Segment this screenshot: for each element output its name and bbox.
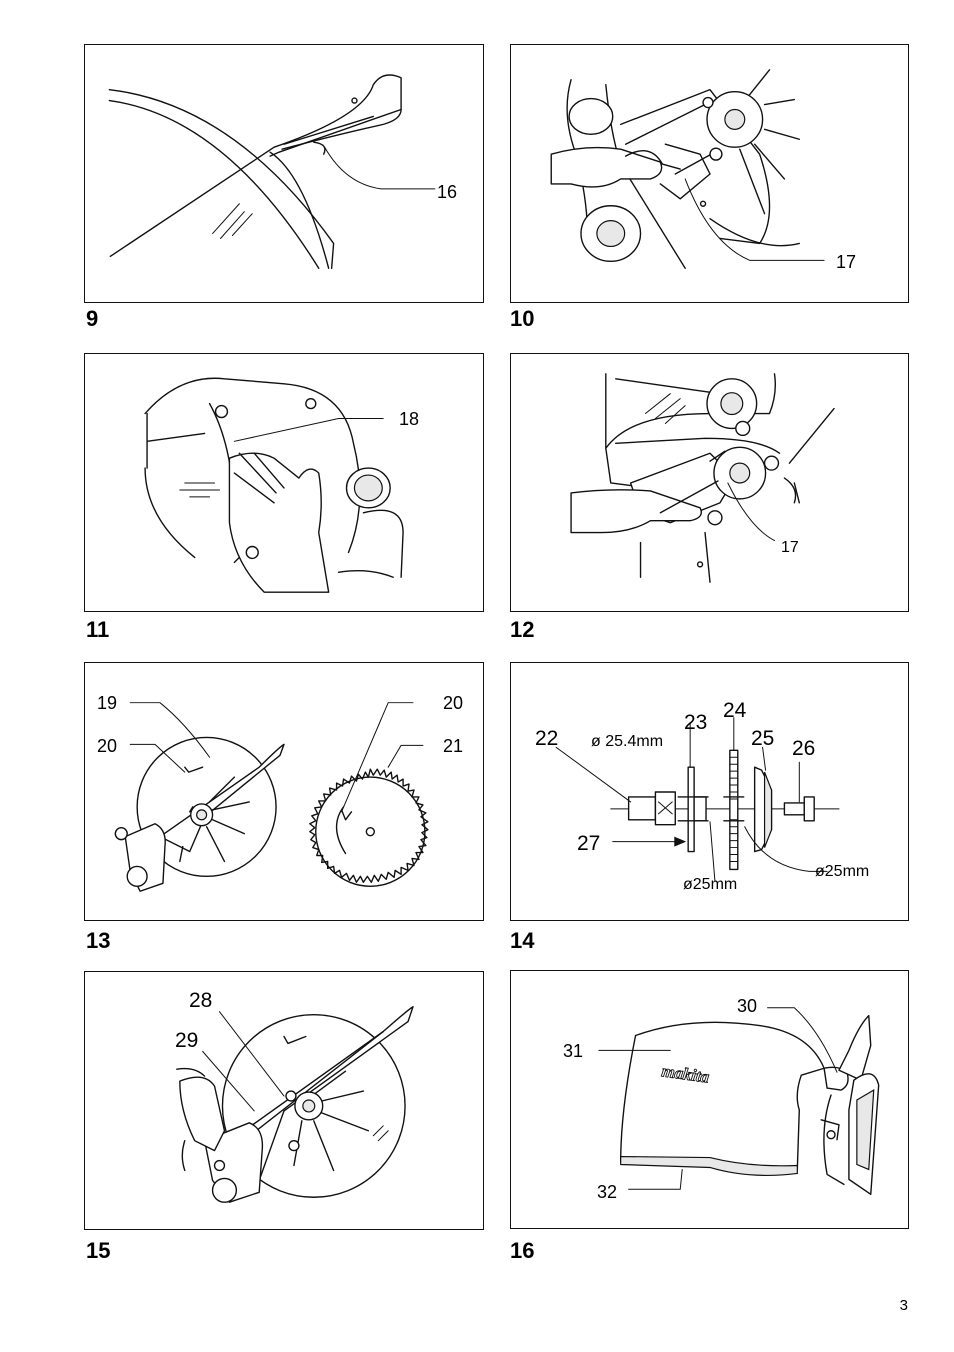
dimension-25-4mm: ø 25.4mm xyxy=(591,733,664,750)
callout-17: 17 xyxy=(781,539,799,556)
callout-23: 23 xyxy=(684,711,708,734)
callout-30: 30 xyxy=(737,996,758,1016)
figure-15-illustration xyxy=(176,1006,414,1203)
figure-14-label: 14 xyxy=(510,928,535,953)
figure-9-panel: 16 xyxy=(84,44,484,303)
callout-20: 20 xyxy=(443,693,464,713)
callout-28: 28 xyxy=(189,989,213,1012)
callout-19: 19 xyxy=(97,693,118,713)
callout-26: 26 xyxy=(792,737,816,760)
callout-27: 27 xyxy=(577,832,601,855)
figure-12-panel: 17 xyxy=(510,353,909,612)
figure-15-panel: 28 29 xyxy=(84,971,484,1230)
page-number: 3 xyxy=(899,1297,908,1314)
callout-25: 25 xyxy=(751,727,775,750)
callout-17: 17 xyxy=(836,252,857,272)
figure-9-illustration xyxy=(108,74,436,269)
figure-11-panel: 18 xyxy=(84,353,484,612)
figure-10-label: 10 xyxy=(510,306,535,331)
callout-18: 18 xyxy=(399,409,420,429)
dimension-25mm-left: ø25mm xyxy=(683,876,738,893)
figure-13-panel: 19 20 20 21 xyxy=(84,662,484,921)
figure-9-label: 9 xyxy=(86,306,99,331)
figure-16-label: 16 xyxy=(510,1238,535,1263)
figure-11-illustration xyxy=(144,377,404,593)
callout-24: 24 xyxy=(723,699,747,722)
callout-29: 29 xyxy=(175,1029,199,1052)
figure-10-panel: 17 xyxy=(510,44,909,303)
figure-16-illustration: makita xyxy=(598,1007,880,1195)
callout-32: 32 xyxy=(597,1182,618,1202)
callout-16: 16 xyxy=(437,182,458,202)
callout-22: 22 xyxy=(535,727,559,750)
figure-14-panel: 22 23 24 25 26 27 ø 25.4mm ø25mm ø25mm xyxy=(510,662,909,921)
figure-10-illustration xyxy=(550,69,825,269)
figure-11-label: 11 xyxy=(86,617,110,642)
figure-12-illustration xyxy=(570,373,835,583)
figure-14-illustration xyxy=(555,717,840,882)
figure-12-label: 12 xyxy=(510,617,535,642)
callout-20: 20 xyxy=(97,736,118,756)
dimension-25mm-right: ø25mm xyxy=(815,863,870,880)
callout-21: 21 xyxy=(443,736,464,756)
callout-31: 31 xyxy=(563,1041,584,1061)
figure-13-label: 13 xyxy=(86,928,111,953)
figure-16-panel: makita 30 31 32 xyxy=(510,970,909,1229)
figure-13-illustration xyxy=(114,702,429,892)
figure-15-label: 15 xyxy=(86,1238,111,1263)
